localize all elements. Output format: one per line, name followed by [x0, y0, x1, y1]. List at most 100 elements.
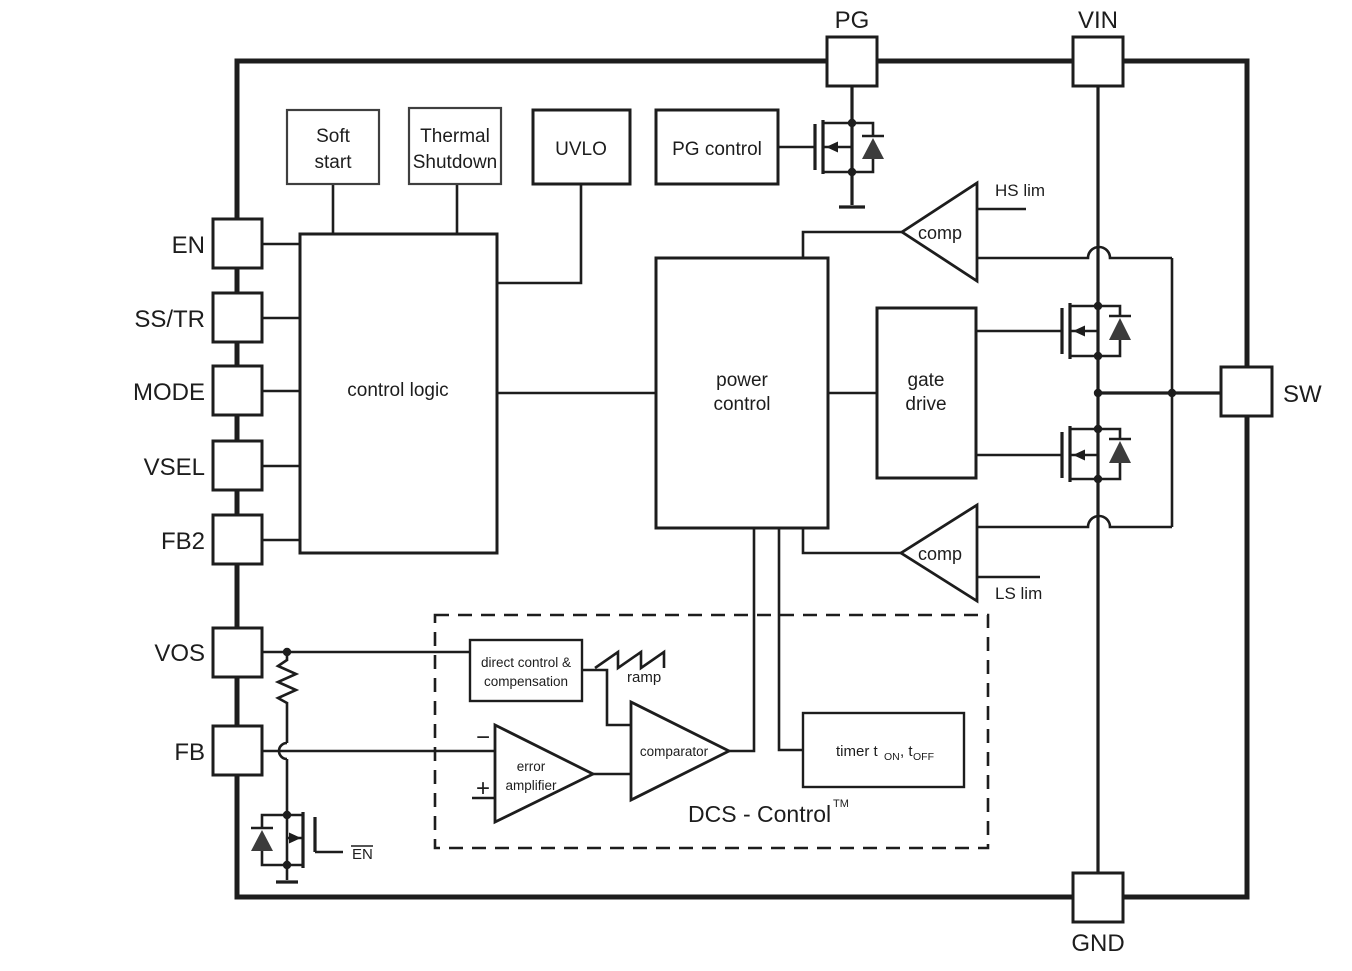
timer-label-sub2: OFF — [913, 751, 934, 763]
junction-dots — [282, 118, 1177, 870]
resistor-zigzag — [274, 658, 300, 705]
direct-control-label-1: direct control & — [481, 655, 571, 670]
pin-label-gnd: GND — [1071, 930, 1124, 957]
junction-dot — [1093, 301, 1103, 311]
wires — [262, 86, 1221, 873]
pin-sw — [1219, 365, 1274, 418]
ea-plus-sign: + — [476, 775, 490, 802]
error-amplifier — [493, 722, 597, 825]
thermal-label-2: Shutdown — [413, 152, 498, 173]
pin-fb — [211, 724, 264, 777]
power-control-block — [654, 256, 830, 530]
wire-timer-feed — [777, 528, 803, 752]
comparator — [629, 699, 733, 803]
hs-comp-label: comp — [918, 223, 962, 243]
pg-control-block — [654, 108, 780, 186]
pin-mode — [211, 364, 264, 417]
dcs-control-section — [433, 613, 990, 850]
pin-label-vos: VOS — [154, 640, 205, 667]
junction-dot — [282, 647, 292, 657]
junction-dot — [847, 118, 857, 128]
ls-body-diode-icon — [1109, 441, 1131, 463]
comparator-label: comparator — [640, 744, 709, 759]
control-logic-block — [298, 232, 499, 555]
high-side-mosfet — [1060, 303, 1131, 359]
pin-label-vin: VIN — [1078, 7, 1118, 34]
timer-block — [801, 711, 966, 789]
top-blocks — [285, 106, 780, 186]
dcs-dashed-box — [433, 613, 990, 850]
hs-fet-body-arrow-icon — [1073, 325, 1085, 337]
error-amp-label-2: amplifier — [505, 778, 557, 793]
pin-label-en: EN — [172, 232, 205, 259]
timer-label-mid: , t — [900, 743, 913, 760]
soft-start-label-1: Soft — [316, 126, 351, 147]
pin-pg — [825, 35, 879, 88]
ls-comp-triangle — [898, 502, 979, 604]
pg-body-diode-icon — [862, 138, 884, 159]
junction-dot — [282, 810, 292, 820]
gate-drive-label-1: gate — [908, 370, 945, 391]
pin-vos — [211, 626, 264, 679]
hs-current-comparator — [899, 180, 979, 284]
pin-vin — [1071, 35, 1125, 88]
low-side-mosfet — [1060, 426, 1131, 482]
pin-en — [211, 217, 264, 270]
hs-comp-triangle — [899, 180, 979, 284]
direct-control-block — [468, 638, 584, 703]
timer-label-prefix: timer t — [836, 743, 879, 760]
ls-comp-label: comp — [918, 544, 962, 564]
ls-lim-label: LS lim — [995, 584, 1042, 603]
direct-control-label-2: compensation — [484, 674, 568, 689]
dcs-tm-superscript: TM — [833, 798, 849, 810]
wire-hs-sense — [977, 245, 1172, 260]
ls-current-comparator — [898, 502, 979, 604]
wire-lscomp-out — [801, 528, 901, 555]
pin-gnd — [1071, 871, 1125, 924]
wire-directctrl-to-comparator — [582, 668, 631, 727]
ls-fet-diode-loop — [1098, 427, 1122, 481]
soft-start-block — [285, 108, 381, 186]
pg-control-label: PG control — [672, 139, 762, 160]
ramp-label: ramp — [627, 669, 661, 686]
gate-drive-block — [875, 306, 978, 480]
hs-body-diode-icon — [1109, 318, 1131, 340]
junction-dot — [1093, 424, 1103, 434]
junction-dot — [847, 167, 857, 177]
thermal-label-1: Thermal — [420, 126, 490, 147]
core-blocks — [298, 232, 978, 555]
wire-hscomp-out — [801, 230, 902, 258]
wire-ls-sense — [977, 514, 1172, 529]
timer-label-sub1: ON — [884, 751, 900, 763]
pin-sstr — [211, 291, 264, 344]
pg-mosfet — [813, 120, 884, 209]
pin-label-mode: MODE — [133, 379, 205, 406]
gate-drive-label-2: drive — [905, 394, 946, 415]
wire-uvlo-to-logic — [497, 184, 583, 285]
uvlo-label: UVLO — [555, 139, 607, 160]
ls-fet-body-arrow-icon — [1073, 449, 1085, 461]
ramp-sawtooth — [594, 649, 666, 671]
dcs-control-label: DCS - Control — [688, 801, 831, 827]
fb-body-diode-icon — [251, 830, 273, 851]
text-labels: PG VIN EN SS/TR MODE VSEL FB2 VOS FB SW … — [133, 7, 1322, 957]
uvlo-block — [531, 108, 632, 186]
ea-minus-sign: − — [476, 724, 490, 751]
junction-dot — [1093, 474, 1103, 484]
control-logic-label: control logic — [347, 380, 448, 401]
fbfet-diode-loop — [260, 813, 287, 867]
junction-dot — [1093, 351, 1103, 361]
fbfet-body-arrow-icon — [289, 832, 301, 844]
error-amp-label-1: error — [517, 759, 546, 774]
pins — [211, 35, 1274, 924]
pg-fet-body-arrow-icon — [826, 141, 838, 153]
junction-dot — [282, 860, 292, 870]
en-bar-label: EN — [352, 846, 373, 863]
fb-discharge-mosfet — [251, 812, 343, 884]
thermal-shutdown-block — [407, 106, 503, 186]
junction-dot — [1093, 388, 1103, 398]
pin-label-fb2: FB2 — [161, 528, 205, 555]
power-control-label-1: power — [716, 370, 768, 391]
